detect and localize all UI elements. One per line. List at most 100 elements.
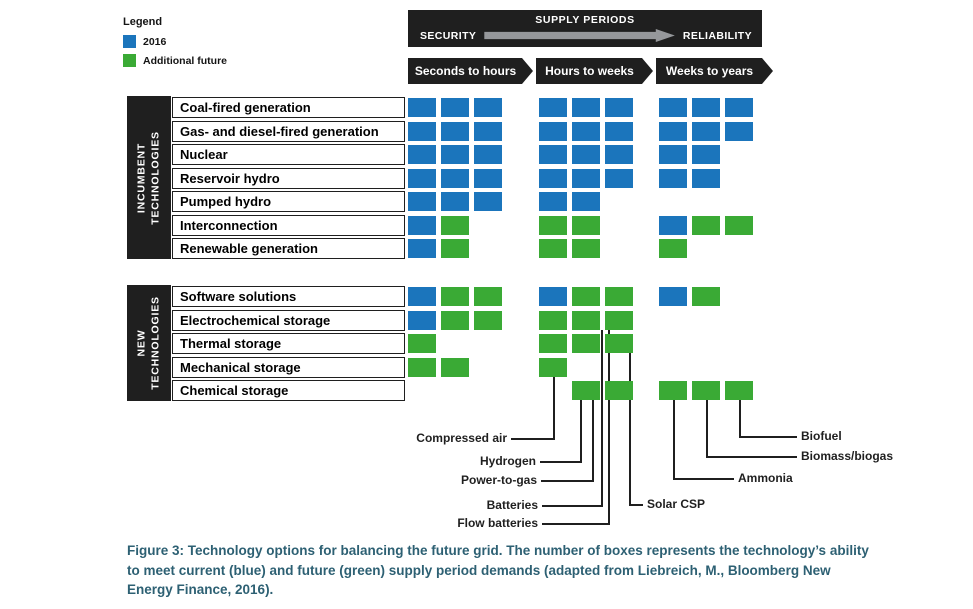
group-label-text: INCUMBENT TECHNOLOGIES [135,130,161,225]
figure-caption: Figure 3: Technology options for balanci… [127,543,869,598]
matrix-box-blue-pumped-hydro-seconds-to-hours [441,192,469,211]
matrix-box-green-chemical-storage-weeks-to-years [725,381,753,400]
callout-label-power-to-gas: Power-to-gas [460,473,537,487]
matrix-box-green-software-solutions-seconds-to-hours [474,287,502,306]
matrix-box-blue-coal-fired-generation-hours-to-weeks [605,98,633,117]
matrix-box-blue-pumped-hydro-seconds-to-hours [408,192,436,211]
matrix-box-blue-coal-fired-generation-seconds-to-hours [408,98,436,117]
row-label-pumped-hydro: Pumped hydro [172,191,405,212]
matrix-box-blue-nuclear-seconds-to-hours [408,145,436,164]
matrix-box-blue-coal-fired-generation-weeks-to-years [692,98,720,117]
callout-line-ammonia-vertical [673,400,675,479]
matrix-box-green-renewable-generation-weeks-to-years [659,239,687,258]
matrix-box-green-interconnection-hours-to-weeks [572,215,600,235]
matrix-box-blue-reservoir-hydro-weeks-to-years [692,168,720,188]
matrix-box-blue-reservoir-hydro-hours-to-weeks [572,168,600,188]
matrix-box-green-thermal-storage-hours-to-weeks [572,334,600,353]
matrix-box-blue-gas-and-diesel-fired-generation-hours-to-weeks [572,121,600,141]
matrix-box-blue-nuclear-weeks-to-years [659,145,687,164]
callout-label-biofuel: Biofuel [801,429,842,443]
matrix-box-blue-gas-and-diesel-fired-generation-weeks-to-years [659,121,687,141]
matrix-box-blue-nuclear-seconds-to-hours [474,145,502,164]
row-label-interconnection: Interconnection [172,214,405,236]
matrix-box-blue-pumped-hydro-seconds-to-hours [474,192,502,211]
matrix-box-green-software-solutions-hours-to-weeks [605,287,633,306]
matrix-box-green-chemical-storage-hours-to-weeks [605,381,633,400]
callout-label-batteries: Batteries [486,498,538,512]
matrix-box-green-mechanical-storage-seconds-to-hours [441,357,469,377]
matrix-box-green-software-solutions-hours-to-weeks [572,287,600,306]
legend-item-2016: 2016 [123,35,227,48]
matrix-box-blue-software-solutions-weeks-to-years [659,287,687,306]
callout-line-flow-batteries-horizontal [542,523,610,525]
matrix-box-blue-gas-and-diesel-fired-generation-seconds-to-hours [474,121,502,141]
matrix-box-blue-reservoir-hydro-seconds-to-hours [474,168,502,188]
matrix-box-blue-reservoir-hydro-hours-to-weeks [605,168,633,188]
callout-line-solar-csp-horizontal [629,504,643,506]
callout-label-flow-batteries: Flow batteries [457,516,538,530]
matrix-box-green-software-solutions-weeks-to-years [692,287,720,306]
matrix-box-green-interconnection-hours-to-weeks [539,215,567,235]
callout-line-compressed-air-vertical [553,377,555,439]
matrix-box-green-mechanical-storage-seconds-to-hours [408,357,436,377]
callout-line-batteries-horizontal [542,505,603,507]
matrix-box-blue-gas-and-diesel-fired-generation-seconds-to-hours [408,121,436,141]
callout-line-biofuel-horizontal [739,436,797,438]
callout-label-solar-csp: Solar CSP [647,497,706,511]
group-label-new-technologies: NEW TECHNOLOGIES [127,285,171,401]
callout-label-hydrogen: Hydrogen [479,454,536,468]
matrix-box-green-thermal-storage-hours-to-weeks [605,334,633,353]
matrix-box-blue-gas-and-diesel-fired-generation-hours-to-weeks [539,121,567,141]
matrix-box-blue-reservoir-hydro-seconds-to-hours [441,168,469,188]
matrix-box-green-renewable-generation-hours-to-weeks [572,239,600,258]
callout-line-hydrogen-horizontal [540,461,582,463]
matrix-box-blue-renewable-generation-seconds-to-hours [408,239,436,258]
matrix-box-blue-coal-fired-generation-seconds-to-hours [474,98,502,117]
row-label-coal-fired-generation: Coal-fired generation [172,97,405,118]
callout-line-biomass-biogas-horizontal [706,456,797,458]
column-header-seconds-to-hours: Seconds to hours [408,58,533,84]
legend-label-additional-future: Additional future [143,54,227,67]
matrix-box-blue-gas-and-diesel-fired-generation-weeks-to-years [692,121,720,141]
security-label: SECURITY [420,29,477,42]
row-label-reservoir-hydro: Reservoir hydro [172,167,405,189]
matrix-box-blue-pumped-hydro-hours-to-weeks [539,192,567,211]
legend-swatch-2016 [123,35,136,48]
legend-item-additional-future: Additional future [123,54,227,67]
matrix-box-green-thermal-storage-hours-to-weeks [539,334,567,353]
matrix-box-blue-coal-fired-generation-weeks-to-years [725,98,753,117]
matrix-box-green-electrochemical-storage-seconds-to-hours [474,310,502,330]
matrix-box-green-chemical-storage-weeks-to-years [692,381,720,400]
callout-line-solar-csp-vertical [629,353,631,505]
legend-label-2016: 2016 [143,35,167,48]
row-label-mechanical-storage: Mechanical storage [172,356,405,378]
matrix-box-green-interconnection-weeks-to-years [725,215,753,235]
matrix-box-blue-gas-and-diesel-fired-generation-hours-to-weeks [605,121,633,141]
row-label-electrochemical-storage: Electrochemical storage [172,309,405,331]
callout-line-ammonia-horizontal [673,478,734,480]
matrix-box-green-renewable-generation-hours-to-weeks [539,239,567,258]
matrix-box-green-chemical-storage-hours-to-weeks [572,381,600,400]
matrix-box-green-software-solutions-seconds-to-hours [441,287,469,306]
supply-periods-axis: SECURITY RELIABILITY [408,26,762,42]
matrix-box-blue-nuclear-hours-to-weeks [572,145,600,164]
matrix-box-green-interconnection-seconds-to-hours [441,215,469,235]
matrix-box-blue-reservoir-hydro-seconds-to-hours [408,168,436,188]
legend-swatch-additional-future [123,54,136,67]
reliability-label: RELIABILITY [682,29,752,42]
group-label-incumbent-technologies: INCUMBENT TECHNOLOGIES [127,96,171,259]
matrix-box-green-electrochemical-storage-seconds-to-hours [441,310,469,330]
matrix-box-blue-interconnection-weeks-to-years [659,215,687,235]
callout-label-ammonia: Ammonia [738,471,793,485]
matrix-box-blue-coal-fired-generation-seconds-to-hours [441,98,469,117]
matrix-box-blue-pumped-hydro-hours-to-weeks [572,192,600,211]
callout-line-flow-batteries-vertical [608,330,610,524]
matrix-box-blue-gas-and-diesel-fired-generation-seconds-to-hours [441,121,469,141]
callout-line-power-to-gas-vertical [592,400,594,481]
supply-periods-header: SUPPLY PERIODS SECURITY RELIABILITY [408,10,762,47]
callout-line-biofuel-vertical [739,400,741,437]
row-label-renewable-generation: Renewable generation [172,238,405,259]
callout-line-biomass-biogas-vertical [706,400,708,457]
